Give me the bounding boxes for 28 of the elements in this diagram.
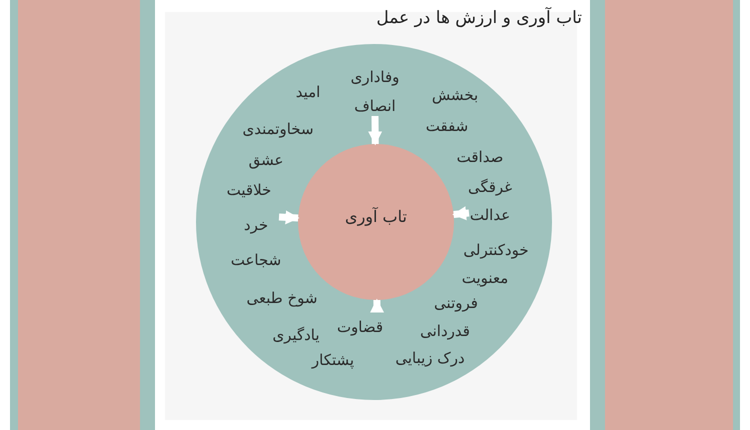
arrow bbox=[368, 116, 382, 146]
value-word: درک زیبایی bbox=[395, 350, 465, 366]
value-word: خلاقیت bbox=[226, 182, 272, 198]
value-word: وفاداری bbox=[350, 68, 400, 86]
value-word: غرقگی bbox=[468, 178, 512, 196]
value-word: یادگیری bbox=[272, 326, 320, 344]
value-word: فروتنی bbox=[434, 294, 478, 312]
value-word: معنویت bbox=[462, 270, 508, 286]
arrow bbox=[370, 298, 384, 313]
value-word: سخاوتمندی bbox=[242, 120, 314, 138]
value-word: شفقت bbox=[426, 118, 468, 134]
value-word: صداقت bbox=[456, 148, 504, 166]
value-word: بخشش bbox=[432, 86, 478, 104]
value-word: قضاوت bbox=[336, 318, 384, 336]
arrow bbox=[278, 210, 300, 224]
value-word: شجاعت bbox=[230, 252, 282, 268]
value-word: امید bbox=[296, 84, 320, 100]
value-word: عدالت bbox=[470, 206, 510, 224]
value-word: عشق bbox=[248, 152, 284, 168]
value-word: پشتکار bbox=[312, 352, 354, 368]
value-word: قدردانی bbox=[420, 322, 470, 340]
arrow bbox=[452, 206, 470, 220]
value-word: شوخ طبعی bbox=[246, 290, 318, 306]
center-label: تاب آوری bbox=[345, 208, 407, 226]
title: تاب آوری و ارزش ها در عمل bbox=[376, 8, 582, 28]
value-word: خودکنترلی bbox=[463, 242, 529, 258]
value-word: انصاف bbox=[354, 98, 396, 114]
value-word: خرد bbox=[244, 216, 268, 234]
